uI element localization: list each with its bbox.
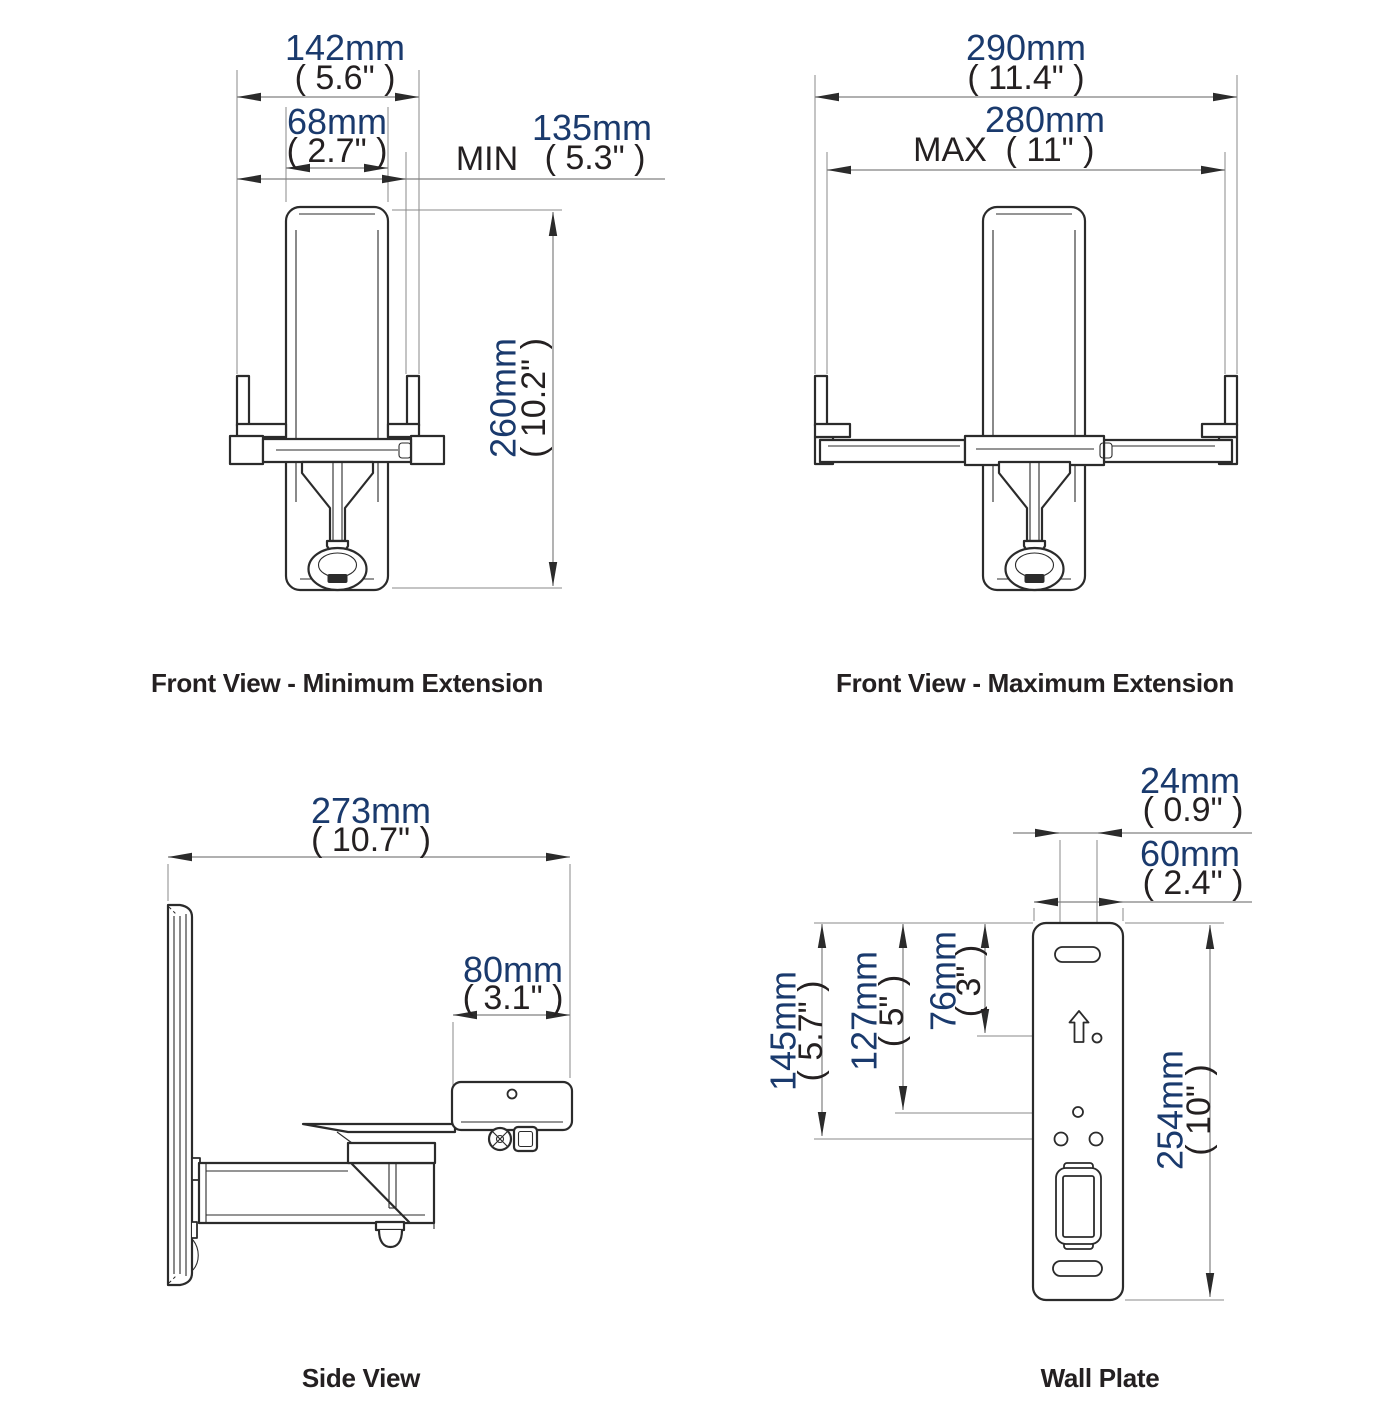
dim-depth-mm: 273mm — [311, 790, 431, 831]
side-view: 273mm ( 10.7" ) 80mm ( 3.1" ) — [166, 790, 574, 1287]
dim-hole-span-b-in: ( 5" ) — [873, 975, 911, 1048]
wall-plate-body — [1031, 921, 1125, 1302]
dim-speaker-width-in: ( 2.7" ) — [287, 132, 388, 170]
tension-knob — [1004, 546, 1065, 592]
clamp-arm-left — [813, 374, 852, 439]
dim-height-mm: 260mm — [483, 338, 524, 458]
dim-max-extension-in: ( 11" ) — [1006, 131, 1095, 169]
dim-speaker-width-mm: 68mm — [287, 101, 387, 142]
dim-max-label: MAX — [913, 131, 987, 169]
extension-lines — [814, 75, 1238, 374]
extension-lines — [236, 70, 562, 589]
clamp-arm-right — [386, 374, 421, 439]
dim-hole-span-b-mm: 127mm — [844, 951, 885, 1071]
dim-hole-span-a-in: ( 5.7" ) — [792, 981, 830, 1082]
dim-hole-span-c-mm: 76mm — [923, 931, 964, 1031]
slider-bar — [228, 434, 446, 466]
caption-front-view-minimum: Front View - Minimum Extension — [150, 668, 544, 698]
dim-plate-height-mm: 254mm — [1150, 1050, 1191, 1170]
dimension-labels: 24mm ( 0.9" ) 60mm ( 2.4" ) 145mm ( 5.7"… — [763, 760, 1244, 1170]
clamp-arm-right — [1200, 374, 1239, 439]
speaker-shelf — [301, 1122, 457, 1144]
dim-depth-in: ( 10.7" ) — [311, 821, 431, 859]
dim-height-in: ( 10.2" ) — [515, 338, 553, 458]
dim-min-label: MIN — [456, 140, 518, 178]
dimension-lines — [168, 852, 570, 1020]
caption-front-view-maximum: Front View - Maximum Extension — [836, 668, 1234, 698]
mounting-hole — [1088, 1131, 1104, 1147]
wall-plate-profile — [166, 903, 201, 1287]
dimension-labels: 273mm ( 10.7" ) 80mm ( 3.1" ) — [311, 790, 563, 1017]
dim-overall-width-mm: 290mm — [966, 27, 1086, 68]
dim-bracket-depth-in: ( 3.1" ) — [463, 979, 564, 1017]
up-arrow-icon — [1068, 1010, 1090, 1043]
dim-max-extension-mm: 280mm — [985, 99, 1105, 140]
clamp-bracket — [450, 1080, 574, 1132]
support-arm — [197, 1141, 437, 1229]
dim-plate-width-in: ( 2.4" ) — [1143, 864, 1244, 902]
caption-wall-plate: Wall Plate — [1040, 1363, 1160, 1393]
clamp-screw — [487, 1125, 539, 1153]
tension-knob — [307, 546, 368, 592]
mounting-hole — [1072, 1106, 1084, 1118]
telescoping-arms — [813, 434, 1239, 467]
dim-overall-width-in: ( 5.6" ) — [295, 59, 396, 97]
dim-hole-span-c-in: ( 3" ) — [950, 945, 988, 1018]
dim-plate-width-mm: 60mm — [1140, 833, 1240, 874]
dim-overall-width-in: ( 11.4" ) — [967, 59, 1084, 97]
dimension-labels: 290mm ( 11.4" ) 280mm MAX ( 11" ) — [913, 27, 1105, 169]
cable-cutout-inner — [1062, 1175, 1095, 1238]
clamp-arm-left — [235, 374, 288, 439]
dim-min-extension-mm: 135mm — [532, 107, 652, 148]
dim-hole-span-a-mm: 145mm — [763, 971, 804, 1091]
dim-bracket-depth-mm: 80mm — [463, 949, 563, 990]
mounting-hole — [1091, 1032, 1103, 1044]
dimension-lines — [237, 92, 665, 586]
dimension-lines — [817, 828, 1252, 1297]
dim-slot-width-mm: 24mm — [1140, 760, 1240, 801]
dim-slot-width-in: ( 0.9" ) — [1143, 791, 1244, 829]
wall-plate-view: 24mm ( 0.9" ) 60mm ( 2.4" ) 145mm ( 5.7"… — [763, 760, 1252, 1302]
front-view-maximum-extension: 290mm ( 11.4" ) 280mm MAX ( 11" ) — [813, 27, 1239, 592]
mounting-hole — [1053, 1131, 1069, 1147]
dim-plate-height-in: ( 10" ) — [1180, 1064, 1218, 1155]
pivot-knob — [374, 1220, 406, 1249]
dimension-lines — [815, 92, 1237, 175]
front-view-minimum-extension: 142mm ( 5.6" ) 68mm ( 2.7" ) MIN 135mm (… — [228, 27, 665, 592]
dim-min-extension-in: ( 5.3" ) — [545, 139, 646, 177]
dimension-labels: 142mm ( 5.6" ) 68mm ( 2.7" ) MIN 135mm (… — [285, 27, 652, 458]
dim-overall-width-mm: 142mm — [285, 27, 405, 68]
caption-side-view: Side View — [301, 1363, 421, 1393]
